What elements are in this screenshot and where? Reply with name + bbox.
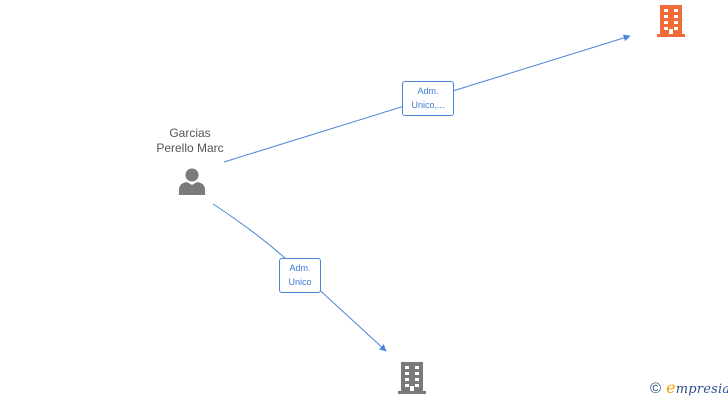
edge-label-top-line1: Adm. [417,86,439,96]
edge-label-top[interactable]: Adm. Unico,... [402,81,454,116]
person-icon[interactable] [177,166,207,196]
brand-initial: e [666,378,676,397]
building-icon [657,5,685,37]
edge-label-bottom[interactable]: Adm. Unico [279,258,321,293]
company-node-top[interactable] [655,3,687,37]
person-name[interactable]: Garcias Perello Marc [140,126,240,156]
building-icon [398,362,426,394]
edge-label-bottom-line2: Unico [288,277,312,287]
copyright-icon: © [650,380,662,397]
person-name-line2: Perello Marc [156,141,224,155]
brand-logo: empresia [666,379,728,399]
edge-label-bottom-line1: Adm. [289,263,311,273]
brand-rest: mpresia [675,382,728,397]
edge-label-top-line2: Unico,... [411,100,445,110]
watermark: © empresia [650,379,728,399]
company-node-bottom[interactable] [396,360,428,394]
person-name-line1: Garcias [169,126,211,140]
